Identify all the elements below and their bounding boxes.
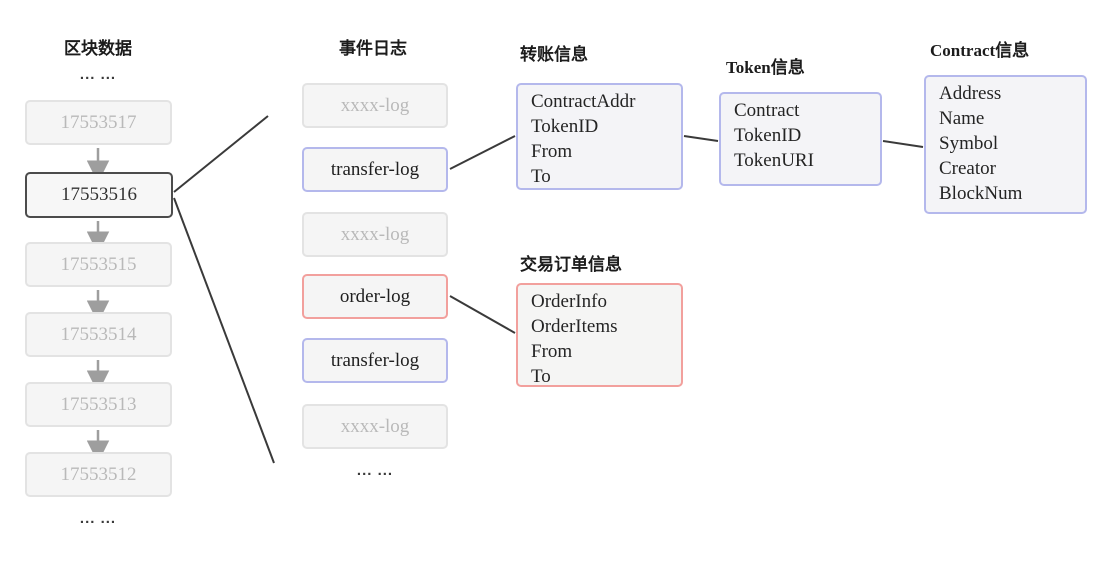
transfer-field-tokenid: TokenID	[531, 116, 599, 137]
order-info-box: OrderInfo OrderItems From To	[516, 283, 683, 387]
contract-field-blocknum: BlockNum	[939, 183, 1023, 204]
log-column-title: 事件日志	[339, 39, 407, 58]
block-column-title: 区块数据	[64, 39, 132, 58]
token-field-tokenid: TokenID	[734, 125, 802, 146]
order-field-orderitems: OrderItems	[531, 316, 618, 337]
block-17553514: 17553514	[25, 312, 172, 357]
transfer-field-to: To	[531, 166, 551, 187]
token-info-box: Contract TokenID TokenURI	[719, 92, 882, 186]
token-field-contract: Contract	[734, 100, 800, 121]
log-column-ellipsis: ... ...	[356, 462, 394, 479]
contract-field-symbol: Symbol	[939, 133, 999, 154]
block-column-ellipsis-top: ... ...	[79, 66, 117, 83]
order-field-orderinfo: OrderInfo	[531, 291, 607, 312]
log-xxxx-2: xxxx-log	[302, 212, 448, 257]
contract-info-box: Address Name Symbol Creator BlockNum	[924, 75, 1087, 214]
block-17553516-selected: 17553516	[25, 172, 173, 218]
contract-field-address: Address	[939, 83, 1002, 104]
log-transfer-2: transfer-log	[302, 338, 448, 383]
order-field-from: From	[531, 341, 573, 362]
transfer-info-title: 转账信息	[520, 45, 588, 64]
order-info-title: 交易订单信息	[520, 255, 622, 274]
log-order: order-log	[302, 274, 448, 319]
token-info-title: Token信息	[726, 58, 805, 77]
block-17553517: 17553517	[25, 100, 172, 145]
block-column-ellipsis-bottom: ... ...	[79, 510, 117, 527]
order-field-to: To	[531, 366, 551, 387]
transfer-field-contractaddr: ContractAddr	[531, 91, 636, 112]
log-transfer-1: transfer-log	[302, 147, 448, 192]
contract-info-title: Contract信息	[930, 41, 1030, 60]
token-field-tokenuri: TokenURI	[734, 150, 814, 171]
log-xxxx-1: xxxx-log	[302, 83, 448, 128]
block-17553512: 17553512	[25, 452, 172, 497]
transfer-info-box: ContractAddr TokenID From To	[516, 83, 683, 190]
block-17553513: 17553513	[25, 382, 172, 427]
contract-field-creator: Creator	[939, 158, 996, 179]
transfer-field-from: From	[531, 141, 573, 162]
block-17553515: 17553515	[25, 242, 172, 287]
contract-field-name: Name	[939, 108, 985, 129]
log-xxxx-3: xxxx-log	[302, 404, 448, 449]
